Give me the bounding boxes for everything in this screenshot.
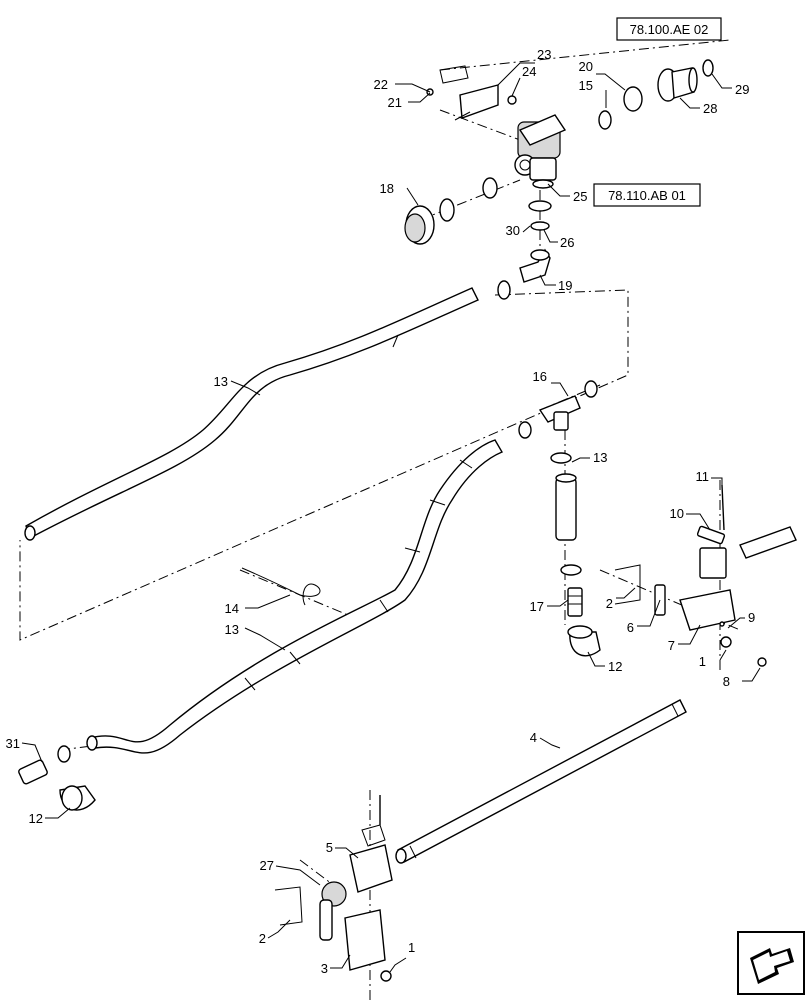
bracket-23 xyxy=(454,84,499,121)
callout-14: 14 xyxy=(225,601,239,616)
callout-labels: 22 21 23 24 20 15 28 29 25 18 30 26 19 1… xyxy=(6,47,756,976)
callout-13-upper: 13 xyxy=(214,374,228,389)
callout-2-right: 2 xyxy=(606,596,613,611)
callout-1-right: 1 xyxy=(699,654,706,669)
callout-4: 4 xyxy=(530,730,537,745)
clamps xyxy=(57,59,714,763)
elbow-12-right xyxy=(567,625,601,657)
callout-19: 19 xyxy=(558,278,572,293)
callout-23: 23 xyxy=(537,47,551,62)
callout-22: 22 xyxy=(374,77,388,92)
fitting-28 xyxy=(657,67,698,102)
hose-13-short xyxy=(555,473,577,541)
callout-31: 31 xyxy=(6,736,20,751)
cable-tie-14 xyxy=(241,567,321,606)
callout-5: 5 xyxy=(326,840,333,855)
elbow-12-left xyxy=(59,785,96,811)
callout-16: 16 xyxy=(533,369,547,384)
arrow-icon[interactable] xyxy=(737,931,805,995)
bracket-assembly-bottom xyxy=(274,795,393,982)
u-bolt-22 xyxy=(439,65,469,84)
valve-25 xyxy=(514,114,567,189)
callout-6: 6 xyxy=(627,620,634,635)
callout-21: 21 xyxy=(388,95,402,110)
plug-18 xyxy=(404,205,435,245)
callout-15: 15 xyxy=(579,78,593,93)
callout-18: 18 xyxy=(380,181,394,196)
callout-3: 3 xyxy=(321,961,328,976)
pipe-4 xyxy=(395,699,687,864)
callout-9: 9 xyxy=(748,610,755,625)
bracket-assembly-right xyxy=(614,484,797,667)
nut-24 xyxy=(507,95,517,105)
callout-26: 26 xyxy=(560,235,574,250)
clamp-20 xyxy=(623,86,643,112)
callout-25: 25 xyxy=(573,189,587,204)
hose-13-upper xyxy=(24,287,479,541)
callout-24: 24 xyxy=(522,64,536,79)
svg-text:78.100.AE 02: 78.100.AE 02 xyxy=(630,22,709,37)
clamp-ring xyxy=(482,177,498,199)
callout-17: 17 xyxy=(530,599,544,614)
callout-27: 27 xyxy=(260,858,274,873)
tee-16 xyxy=(538,395,581,431)
ref-box-valve[interactable]: 78.110.AB 01 xyxy=(593,183,701,207)
callout-30: 30 xyxy=(506,223,520,238)
callout-12-right: 12 xyxy=(608,659,622,674)
fitting-31 xyxy=(18,759,48,785)
leader-lines xyxy=(21,62,761,973)
callout-20: 20 xyxy=(579,59,593,74)
callout-28: 28 xyxy=(703,101,717,116)
callout-12-left: 12 xyxy=(29,811,43,826)
ref-box-top[interactable]: 78.100.AE 02 xyxy=(616,17,722,41)
callout-29: 29 xyxy=(735,82,749,97)
callout-11: 11 xyxy=(696,469,710,484)
elbow-19 xyxy=(519,248,551,283)
callout-8: 8 xyxy=(723,674,730,689)
callout-13-short: 13 xyxy=(593,450,607,465)
hose-13-lower xyxy=(86,439,504,754)
fitting-17 xyxy=(567,587,583,617)
callout-7: 7 xyxy=(668,638,675,653)
callout-10: 10 xyxy=(670,506,684,521)
callout-2-bottom: 2 xyxy=(259,931,266,946)
callout-13-lower: 13 xyxy=(225,622,239,637)
svg-text:78.110.AB 01: 78.110.AB 01 xyxy=(608,188,686,203)
callout-1-bottom: 1 xyxy=(408,940,415,955)
